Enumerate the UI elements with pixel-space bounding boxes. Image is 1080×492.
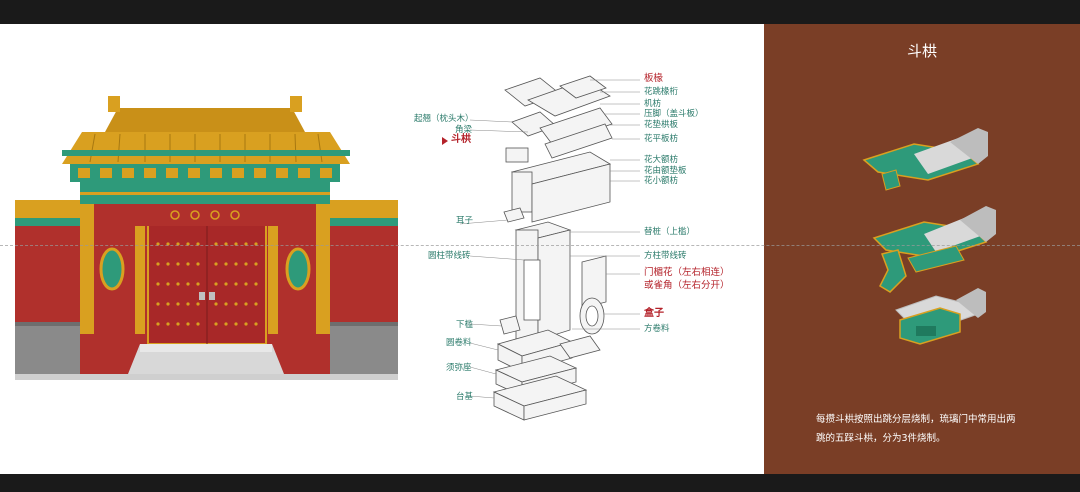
label-huayou: 花由额垫板 — [644, 166, 687, 176]
dougong-panel: 斗栱 每攒斗栱按照出跳分层烧制，琉璃门中常用出两 跳的五踩斗栱，分为3件烧制。 — [764, 24, 1080, 474]
label-banlu: 板椽 — [644, 73, 664, 84]
label-yuanjuanliao: 圆卷料 — [446, 338, 472, 348]
label-hezi: 盒子 — [644, 308, 664, 319]
top-bar — [0, 0, 1080, 24]
label-xumizuo: 须弥座 — [446, 363, 472, 373]
exploded-diagram — [442, 75, 640, 421]
label-huazhuan: 花跳椽桁 — [644, 87, 679, 97]
guide-line — [0, 245, 1080, 246]
label-jiaoliang: 角梁 — [455, 125, 473, 135]
main-illustration: 起翘（枕头木） 角梁 斗栱 耳子 圆柱带线砖 下槛 圆卷料 须弥座 台基 板椽 … — [0, 24, 764, 474]
panel-title: 斗栱 — [906, 42, 937, 60]
label-jifang: 机枋 — [644, 99, 662, 109]
label-xiajian: 下槛 — [456, 320, 474, 330]
label-huadian: 花垫栱板 — [644, 120, 679, 130]
gate-illustration — [15, 96, 398, 380]
caption-line-1: 每攒斗栱按照出跳分层烧制，琉璃门中常用出两 — [816, 414, 1016, 425]
caption-line-2: 跳的五踩斗栱，分为3件烧制。 — [816, 433, 946, 444]
label-yuanzhu: 圆柱带线砖 — [428, 251, 471, 261]
label-erzi: 耳子 — [456, 216, 474, 226]
label-huada: 花大额枋 — [644, 155, 679, 165]
label-qiqiao: 起翘（枕头木） — [414, 114, 474, 124]
label-huaxiao: 花小额枋 — [644, 176, 679, 186]
label-titan: 替桩（上槛） — [644, 227, 696, 237]
label-menzan: 门楣花（左右相连） — [644, 267, 730, 278]
label-quejiao: 或雀角（左右分开） — [644, 280, 730, 291]
label-fangzhu: 方柱带线砖 — [644, 251, 687, 261]
label-fangjuanliao: 方卷料 — [644, 324, 670, 334]
label-taiji: 台基 — [456, 392, 474, 402]
label-huaping: 花平板枋 — [644, 134, 679, 144]
bottom-bar — [0, 474, 1080, 492]
label-yajiao: 压脚（盖斗板） — [644, 109, 704, 119]
dougong-illustration — [862, 128, 996, 345]
label-dougong: 斗栱 — [451, 134, 471, 145]
panel-caption: 每攒斗栱按照出跳分层烧制，琉璃门中常用出两 跳的五踩斗栱，分为3件烧制。 — [816, 410, 1046, 448]
